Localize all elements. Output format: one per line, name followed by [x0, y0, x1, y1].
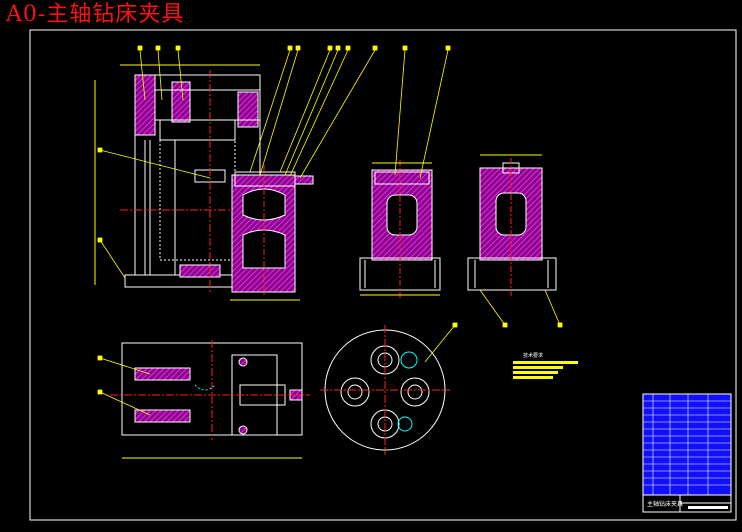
top-view — [110, 340, 310, 459]
drawing-frame — [29, 29, 737, 521]
title-block-drawing-name: 主轴钻床夹具 — [647, 500, 683, 508]
section-view-b — [467, 154, 557, 298]
leader-lines — [97, 45, 563, 416]
side-section-view — [230, 165, 314, 301]
drawing-title: A0-主轴钻床夹具 — [6, 2, 185, 27]
tech-requirements-heading: 技术要求 — [523, 352, 543, 359]
index-plate-view — [320, 325, 450, 455]
tech-requirement-line — [513, 361, 578, 364]
title-block: 主轴钻床夹具 — [642, 393, 732, 513]
tech-requirement-line — [513, 366, 563, 369]
tech-requirement-line — [513, 371, 558, 374]
tech-requirement-line — [513, 376, 553, 379]
section-view-a — [359, 160, 441, 298]
tech-requirements-note: 技术要求 — [513, 352, 578, 379]
